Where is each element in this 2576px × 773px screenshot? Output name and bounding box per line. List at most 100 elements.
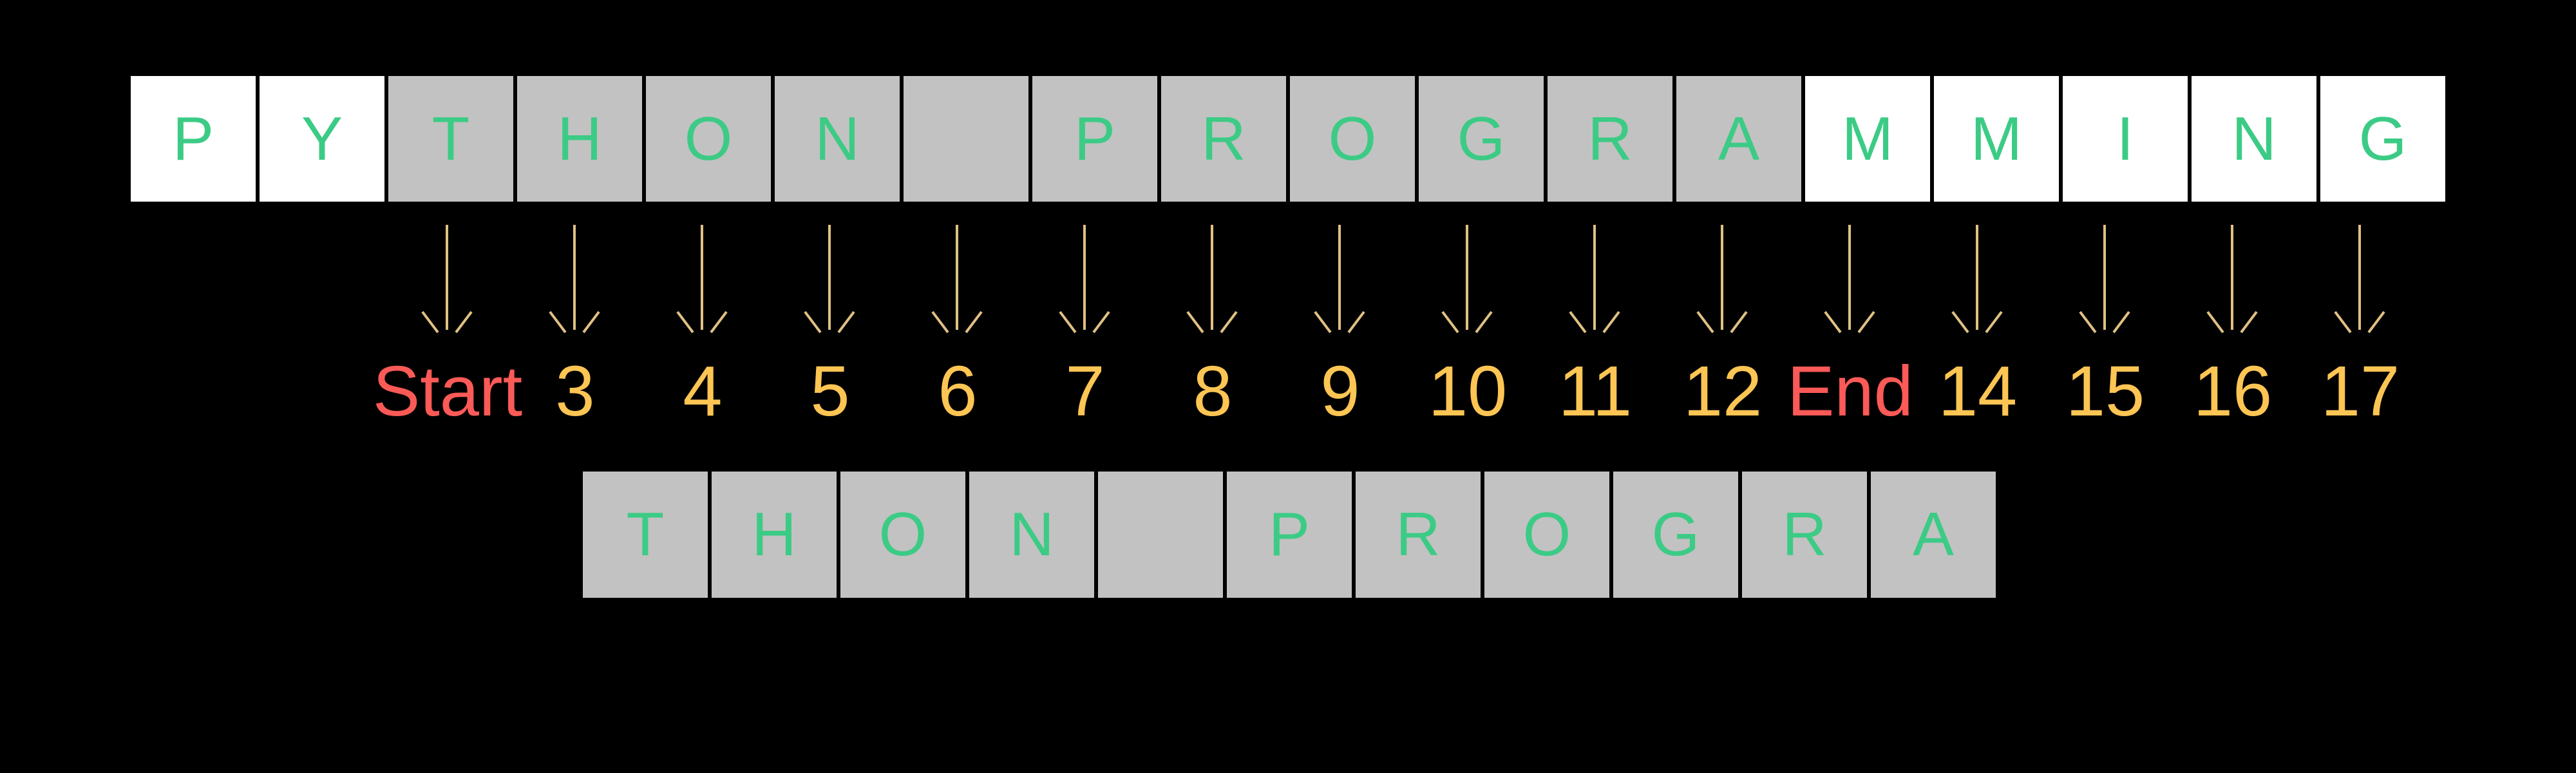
arrow-head-left bbox=[676, 310, 694, 334]
arrow-head bbox=[1186, 309, 1238, 334]
arrow-head-right bbox=[1092, 310, 1110, 334]
index-number-label: 8 bbox=[1193, 352, 1233, 431]
arrow-head-right bbox=[455, 310, 473, 334]
arrow-shaft bbox=[1848, 225, 1851, 330]
arrow-shaft bbox=[701, 225, 703, 330]
arrow-shaft bbox=[1466, 225, 1468, 330]
arrow-shaft bbox=[1083, 225, 1086, 330]
arrow-head-left bbox=[1569, 310, 1587, 334]
down-arrow-icon bbox=[931, 225, 983, 334]
source-char-cell: P bbox=[1030, 76, 1159, 202]
arrow-head bbox=[804, 309, 855, 334]
arrow-head-left bbox=[804, 310, 822, 334]
source-char-glyph: I bbox=[2116, 104, 2134, 173]
result-char-glyph: G bbox=[1651, 500, 1700, 569]
arrow-head bbox=[1569, 309, 1620, 334]
arrow-head bbox=[2334, 309, 2385, 334]
arrow-head-right bbox=[1347, 310, 1365, 334]
source-char-glyph: N bbox=[815, 104, 860, 173]
index-number-label: 15 bbox=[2065, 352, 2145, 431]
down-arrow-icon bbox=[1824, 225, 1875, 334]
index-number-label: 7 bbox=[1065, 352, 1105, 431]
source-char-cell: P bbox=[129, 76, 258, 202]
source-char-cell bbox=[902, 76, 1030, 202]
source-char-cell: M bbox=[1803, 76, 1932, 202]
source-char-glyph: Y bbox=[301, 104, 343, 173]
down-arrow-icon bbox=[1951, 225, 2003, 334]
arrow-head bbox=[2206, 309, 2258, 334]
result-char-cell: N bbox=[967, 472, 1096, 598]
arrow-shaft bbox=[1211, 225, 1213, 330]
down-arrow-icon bbox=[1314, 225, 1365, 334]
down-arrow-icon bbox=[1441, 225, 1493, 334]
result-char-glyph: N bbox=[1009, 500, 1054, 569]
result-char-glyph: H bbox=[752, 500, 797, 569]
arrow-head-right bbox=[1475, 310, 1493, 334]
source-char-glyph: T bbox=[431, 104, 470, 173]
result-char-glyph: T bbox=[626, 500, 665, 569]
arrow-head bbox=[1824, 309, 1875, 334]
arrow-head-left bbox=[1059, 310, 1077, 334]
down-arrow-icon bbox=[1696, 225, 1748, 334]
index-number-label: 11 bbox=[1558, 352, 1633, 431]
source-char-cell: M bbox=[1932, 76, 2061, 202]
arrow-shaft bbox=[956, 225, 958, 330]
arrow-head bbox=[1441, 309, 1493, 334]
source-char-cell: G bbox=[2318, 76, 2447, 202]
result-char-cell: O bbox=[1482, 472, 1611, 598]
source-char-glyph: M bbox=[1971, 104, 2022, 173]
arrow-head-left bbox=[1824, 310, 1842, 334]
slice-start-label: Start bbox=[372, 352, 523, 431]
arrow-head-left bbox=[1186, 310, 1204, 334]
arrow-shaft bbox=[1593, 225, 1596, 330]
arrow-head-right bbox=[1602, 310, 1620, 334]
arrow-head bbox=[2079, 309, 2130, 334]
arrow-head bbox=[421, 309, 473, 334]
source-char-glyph: P bbox=[1074, 104, 1116, 173]
down-arrow-icon bbox=[2334, 225, 2385, 334]
down-arrow-icon bbox=[676, 225, 728, 334]
arrow-head-left bbox=[931, 310, 949, 334]
arrow-head-right bbox=[1985, 310, 2003, 334]
result-char-cell: H bbox=[710, 472, 838, 598]
arrow-head-left bbox=[2079, 310, 2097, 334]
down-arrow-icon bbox=[1059, 225, 1110, 334]
result-char-cell: A bbox=[1869, 472, 1998, 598]
index-number-label: 3 bbox=[555, 352, 595, 431]
source-char-cell: H bbox=[515, 76, 644, 202]
source-char-glyph: O bbox=[1328, 104, 1377, 173]
result-char-glyph: R bbox=[1782, 500, 1827, 569]
result-char-cell: T bbox=[581, 472, 710, 598]
index-number-label: 4 bbox=[683, 352, 723, 431]
arrow-head-right bbox=[965, 310, 983, 334]
result-char-cell: G bbox=[1611, 472, 1740, 598]
result-char-cell: R bbox=[1740, 472, 1869, 598]
arrow-head-right bbox=[2240, 310, 2258, 334]
arrow-head-left bbox=[421, 310, 439, 334]
arrow-head-right bbox=[837, 310, 855, 334]
result-char-glyph: A bbox=[1912, 500, 1955, 569]
source-char-cell: O bbox=[1288, 76, 1417, 202]
arrow-head-left bbox=[2334, 310, 2352, 334]
arrow-head-right bbox=[2367, 310, 2385, 334]
source-char-glyph: G bbox=[2358, 104, 2407, 173]
source-char-cell: O bbox=[644, 76, 773, 202]
source-char-glyph: G bbox=[1457, 104, 1506, 173]
index-number-label: 6 bbox=[938, 352, 978, 431]
source-char-cell: R bbox=[1546, 76, 1674, 202]
arrow-head-right bbox=[2112, 310, 2130, 334]
arrow-shaft bbox=[1338, 225, 1341, 330]
arrow-head-right bbox=[1857, 310, 1875, 334]
arrow-shaft bbox=[828, 225, 831, 330]
source-char-glyph: O bbox=[684, 104, 733, 173]
index-number-label: 16 bbox=[2193, 352, 2273, 431]
arrow-head-right bbox=[582, 310, 600, 334]
source-char-glyph: R bbox=[1201, 104, 1246, 173]
result-char-glyph: R bbox=[1396, 500, 1441, 569]
arrow-head-left bbox=[1696, 310, 1714, 334]
index-number-label: 9 bbox=[1320, 352, 1360, 431]
arrow-shaft bbox=[2358, 225, 2361, 330]
arrow-head bbox=[1314, 309, 1365, 334]
result-char-cell: P bbox=[1225, 472, 1354, 598]
